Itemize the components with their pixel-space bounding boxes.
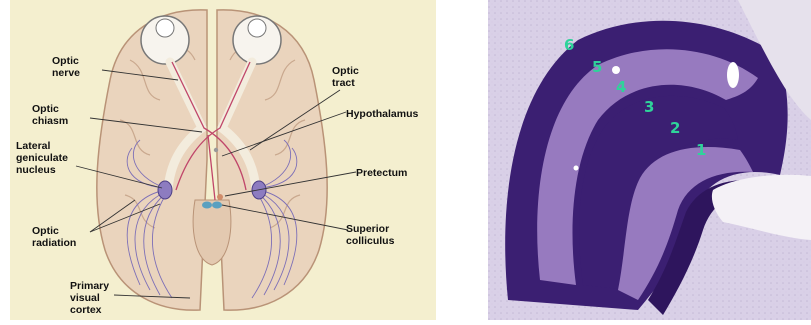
- label-pretectum: Pretectum: [356, 167, 407, 179]
- layer-label-6: 6: [564, 36, 574, 54]
- left-eye-iris: [156, 19, 174, 37]
- label-optic-nerve: Optic nerve: [52, 55, 82, 79]
- pretectum: [217, 194, 223, 200]
- layer-label-5: 5: [592, 58, 602, 76]
- blood-vessel: [727, 62, 739, 88]
- layer-label-3: 3: [644, 98, 654, 116]
- lateral-geniculate-left: [158, 181, 172, 199]
- small-vessel-1: [612, 66, 620, 74]
- superior-colliculus-right: [212, 202, 222, 209]
- right-eye-iris: [248, 19, 266, 37]
- micrograph-svg: 6 5 4 3 2 1: [488, 0, 811, 320]
- label-superior-colliculus: Superior colliculus: [346, 223, 395, 247]
- small-vessel-2: [574, 166, 579, 171]
- layer-label-1: 1: [696, 141, 706, 159]
- layer-label-2: 2: [670, 119, 680, 137]
- hypothalamus-dot: [214, 148, 218, 152]
- superior-colliculus-left: [202, 202, 212, 209]
- label-hypothalamus: Hypothalamus: [346, 108, 419, 120]
- visual-pathway-svg: Optic nerve Optic tract Optic chiasm Hyp…: [10, 0, 436, 320]
- layer-label-4: 4: [616, 78, 626, 96]
- visual-pathway-diagram: Optic nerve Optic tract Optic chiasm Hyp…: [10, 0, 436, 320]
- lgn-histology-micrograph: 6 5 4 3 2 1: [488, 0, 811, 320]
